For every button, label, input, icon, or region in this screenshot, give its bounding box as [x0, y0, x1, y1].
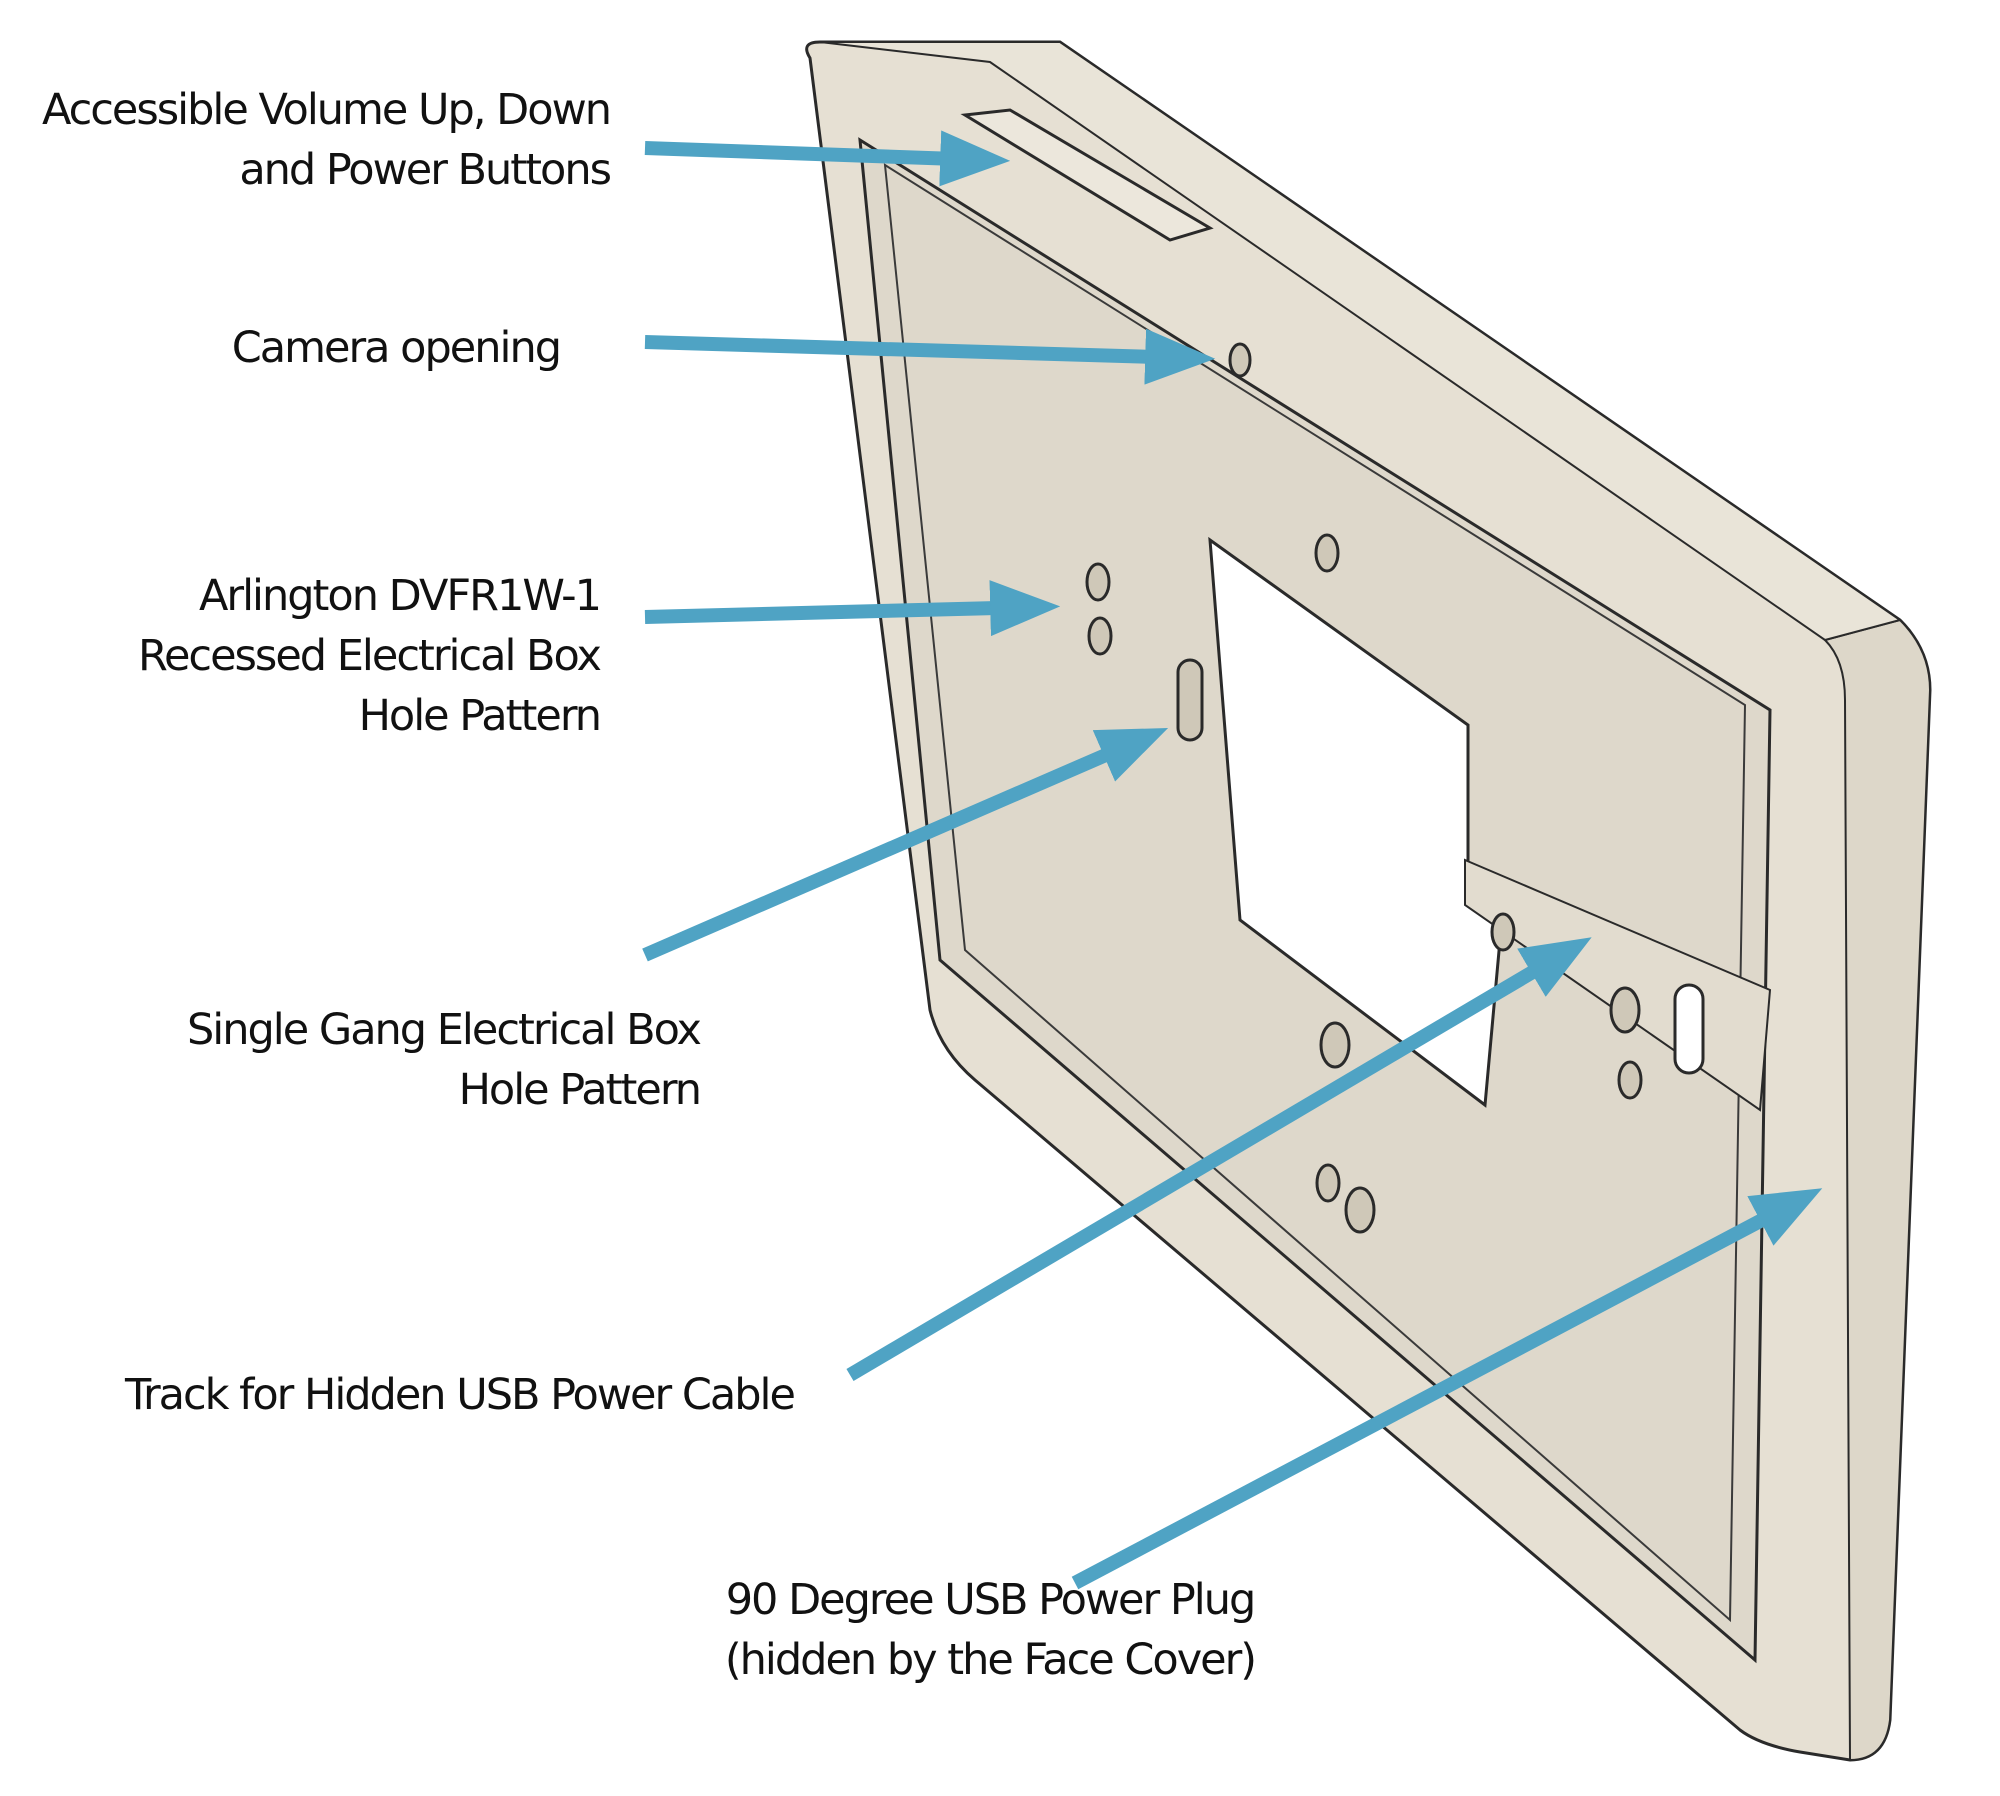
callout-buttons: Accessible Volume Up, Down and Power But… [30, 80, 612, 200]
arrow-single-gang [642, 727, 1169, 962]
callout-arlington-line3: Hole Pattern [358, 691, 602, 741]
callout-usb-plug-line1: 90 Degree USB Power Plug [725, 1575, 1257, 1625]
usb-plug-slot [1673, 983, 1705, 1075]
callout-single-gang-line1: Single Gang Electrical Box [187, 1005, 702, 1055]
callout-usb-plug-line2: (hidden by the Face Cover) [724, 1635, 1257, 1685]
camera-hole [1228, 342, 1252, 378]
tablet-wall-mount [805, 40, 1932, 1762]
arrow-buttons [644, 130, 1011, 187]
single-gang-hole-bottom-c [1344, 1186, 1376, 1234]
callout-arlington-line2: Recessed Electrical Box [138, 631, 602, 681]
single-gang-hole-top [1314, 533, 1340, 573]
arlington-hole-lower [1087, 616, 1113, 656]
callout-arrows [642, 130, 1823, 1590]
usb-track-hole-c [1617, 1060, 1643, 1100]
mount-top-edge [819, 41, 1903, 642]
callout-camera-line1: Camera opening [231, 323, 562, 373]
single-gang-hole-bottom-b [1315, 1163, 1341, 1203]
arrow-camera [644, 328, 1216, 385]
callout-usb-plug: 90 Degree USB Power Plug (hidden by the … [680, 1570, 1300, 1690]
single-gang-hole-bottom-a [1319, 1021, 1351, 1069]
usb-track-hole-b [1609, 986, 1641, 1034]
callout-arlington: Arlington DVFR1W-1 Recessed Electrical B… [80, 566, 602, 746]
callout-buttons-line2: and Power Buttons [239, 145, 612, 195]
usb-track-hole-a [1490, 912, 1516, 952]
arrow-usb-plug [1071, 1188, 1823, 1590]
arlington-hole-upper [1085, 562, 1111, 602]
callout-usb-track-line1: Track for Hidden USB Power Cable [125, 1370, 796, 1420]
arrow-arlington [644, 580, 1061, 637]
callout-usb-track: Track for Hidden USB Power Cable [125, 1365, 845, 1425]
mount-inner-lip [883, 163, 1747, 1623]
callout-buttons-line1: Accessible Volume Up, Down [41, 85, 612, 135]
mount-side-edge [1823, 618, 1932, 1762]
callout-camera: Camera opening [180, 318, 562, 378]
single-gang-slot-upper [1176, 658, 1204, 742]
arrow-usb-track [846, 937, 1592, 1382]
button-access-slot [960, 108, 1214, 242]
callout-single-gang: Single Gang Electrical Box Hole Pattern [150, 1000, 702, 1120]
callout-single-gang-line2: Hole Pattern [458, 1065, 702, 1115]
callout-arlington-line1: Arlington DVFR1W-1 [198, 571, 602, 621]
